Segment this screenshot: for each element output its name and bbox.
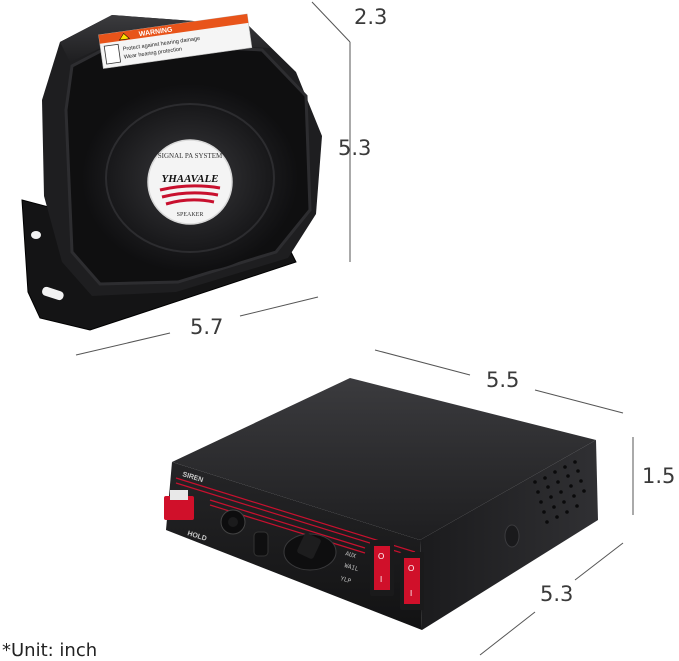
speaker-height-label: 5.3	[338, 136, 372, 160]
amplifier-height-label: 1.5	[642, 464, 676, 488]
amplifier-top	[172, 378, 596, 540]
amplifier-width-label: 5.5	[486, 368, 520, 392]
amplifier-width-line-right	[534, 389, 624, 414]
badge-stripe-icon-3	[165, 198, 215, 206]
amplifier-dimension-lines	[374, 349, 634, 656]
amplifier: SIREN HOLD AUX WAIL YLP O I	[164, 378, 598, 630]
badge-stripe-icon-2	[161, 191, 219, 199]
warning-triangle-icon	[119, 33, 130, 41]
badge-top-text: SIGNAL PA SYSTEM	[158, 152, 223, 160]
mount-hole-icon	[31, 231, 41, 239]
hold-button[interactable]	[164, 490, 194, 520]
badge-bottom-text: SPEAKER	[177, 212, 204, 218]
switch-label-wail: WAIL	[343, 562, 359, 573]
speaker-width-line-right	[239, 296, 319, 317]
rocker-2-on-glyph: I	[410, 589, 412, 598]
mode-selector-knob[interactable]	[283, 532, 337, 571]
toggle-switch[interactable]	[253, 531, 269, 557]
warning-label: WARNING	[138, 27, 173, 39]
amplifier-width-line-left	[374, 349, 471, 376]
amplifier-depth-label: 5.3	[540, 582, 574, 606]
badge-brand-text: YHAAVALE	[161, 173, 218, 185]
warning-sticker: WARNING Protect against hearing damage W…	[98, 13, 253, 69]
side-grommet-icon	[504, 524, 520, 548]
rocker-1-on-glyph: I	[380, 575, 382, 584]
speaker-width-line-left	[75, 332, 171, 356]
speaker-dimension-lines	[75, 1, 351, 356]
unit-footnote: *Unit: inch	[2, 640, 98, 661]
speaker-depth-line	[311, 1, 351, 43]
speaker: WARNING Protect against hearing damage W…	[21, 13, 322, 331]
rocker-2-off-glyph: O	[408, 564, 414, 573]
switch-label-yelp: YLP	[339, 575, 352, 585]
speaker-width-label: 5.7	[190, 315, 224, 339]
speaker-depth-label: 2.3	[354, 5, 388, 29]
brand-badge: SIGNAL PA SYSTEM YHAAVALE SPEAKER	[147, 139, 233, 225]
amplifier-depth-line-top	[574, 542, 624, 581]
badge-stripe-icon	[159, 184, 221, 192]
rocker-switch-1[interactable]: O I	[370, 540, 394, 596]
mount-slot-icon	[42, 286, 64, 301]
speaker-cone-ring	[105, 103, 275, 253]
rocker-switch-2[interactable]: O I	[400, 552, 424, 610]
rocker-1-off-glyph: O	[378, 552, 384, 561]
vent-grille	[533, 460, 586, 524]
amplifier-depth-line-bottom	[479, 611, 536, 656]
volume-knob[interactable]	[220, 509, 246, 535]
switch-label-aux: AUX	[344, 550, 357, 560]
hearing-protection-icon	[103, 43, 122, 65]
